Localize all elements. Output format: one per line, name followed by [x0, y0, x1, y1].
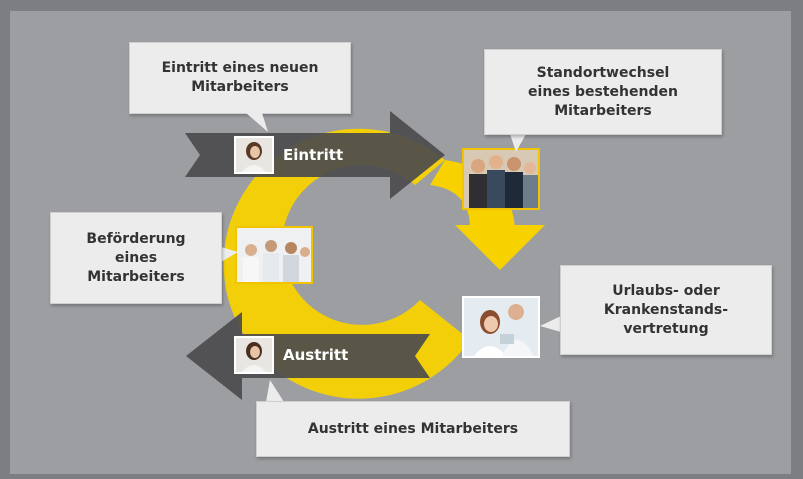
- team-meeting-photo-icon: [235, 226, 313, 284]
- callout-befoerderung-line-1: Beförderung: [86, 230, 186, 247]
- austritt-arrow-label: Austritt: [283, 346, 349, 364]
- callout-urlaub-line-3: vertretung: [623, 320, 709, 337]
- callout-urlaub: Urlaubs- oder Krankenstands- vertretung: [560, 265, 772, 355]
- woman-portrait-photo-icon: [234, 336, 274, 374]
- cycle-arrowhead-icon: [455, 225, 545, 270]
- callout-standortwechsel: Standortwechsel eines bestehenden Mitarb…: [484, 49, 722, 135]
- callout-eintritt-line-2: Mitarbeiters: [191, 79, 289, 95]
- doctor-nurse-photo-icon: [462, 296, 540, 358]
- callout-urlaub-line-2: Krankenstands-: [603, 301, 729, 318]
- callout-austritt: Austritt eines Mitarbeiters: [256, 401, 570, 457]
- callout-eintritt-line-1: Eintritt eines neuen: [161, 60, 319, 76]
- callout-befoerderung-line-2: eines: [114, 249, 158, 266]
- woman-portrait-photo-icon: [234, 136, 274, 174]
- callout-eintritt: Eintritt eines neuen Mitarbeiters: [129, 42, 351, 114]
- group-photo-icon: [462, 148, 540, 210]
- callout-befoerderung-line-3: Mitarbeiters: [87, 268, 185, 285]
- austritt-arrow: [186, 312, 430, 400]
- callout-urlaub-line-1: Urlaubs- oder: [612, 282, 720, 299]
- callout-standort-line-2: eines bestehenden: [528, 83, 678, 100]
- callout-standort-line-3: Mitarbeiters: [554, 102, 652, 119]
- callout-befoerderung: Beförderung eines Mitarbeiters: [50, 212, 222, 304]
- eintritt-arrow: [185, 111, 445, 199]
- callout-standort-line-1: Standortwechsel: [536, 64, 670, 81]
- eintritt-arrow-label: Eintritt: [283, 146, 344, 164]
- callout-austritt-text: Austritt eines Mitarbeiters: [307, 420, 519, 437]
